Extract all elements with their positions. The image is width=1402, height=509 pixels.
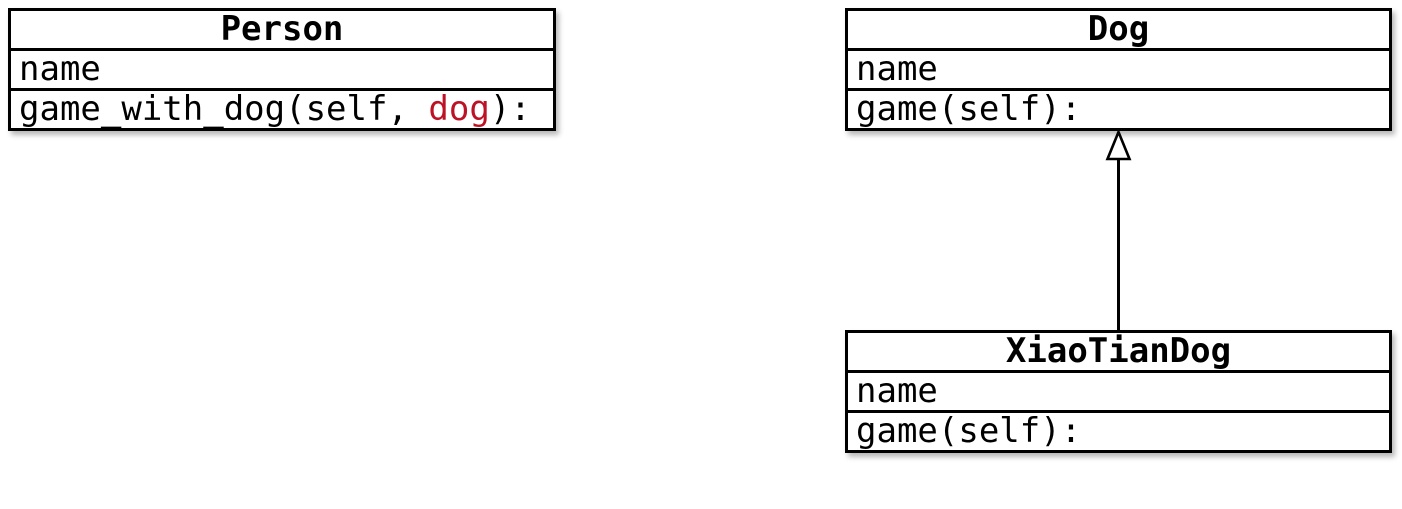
method-text-prefix: game_with_dog(self, [19,89,429,128]
class-title-dog: Dog [1087,11,1150,48]
class-method-dog-game: game(self): [848,88,1389,128]
class-title-xiaotiandog: XiaoTianDog [1005,333,1232,370]
class-title-person: Person [220,11,344,48]
class-method-xiaotiandog-game: game(self): [848,410,1389,450]
class-box-person: Person name game_with_dog(self, dog): [8,8,556,131]
method-param-dog: dog [428,89,490,128]
inheritance-arrow [1105,129,1132,332]
class-attribute-person-name: name [11,48,553,88]
class-attribute-xiaotiandog-name: name [848,370,1389,410]
class-box-xiaotiandog: XiaoTianDog name game(self): [845,330,1392,453]
class-attribute-dog-name: name [848,48,1389,88]
method-text-suffix: ): [489,89,531,128]
arrow-head-hollow-triangle-icon [1105,129,1132,161]
class-method-person-game-with-dog: game_with_dog(self, dog): [11,88,553,128]
class-box-dog: Dog name game(self): [845,8,1392,131]
